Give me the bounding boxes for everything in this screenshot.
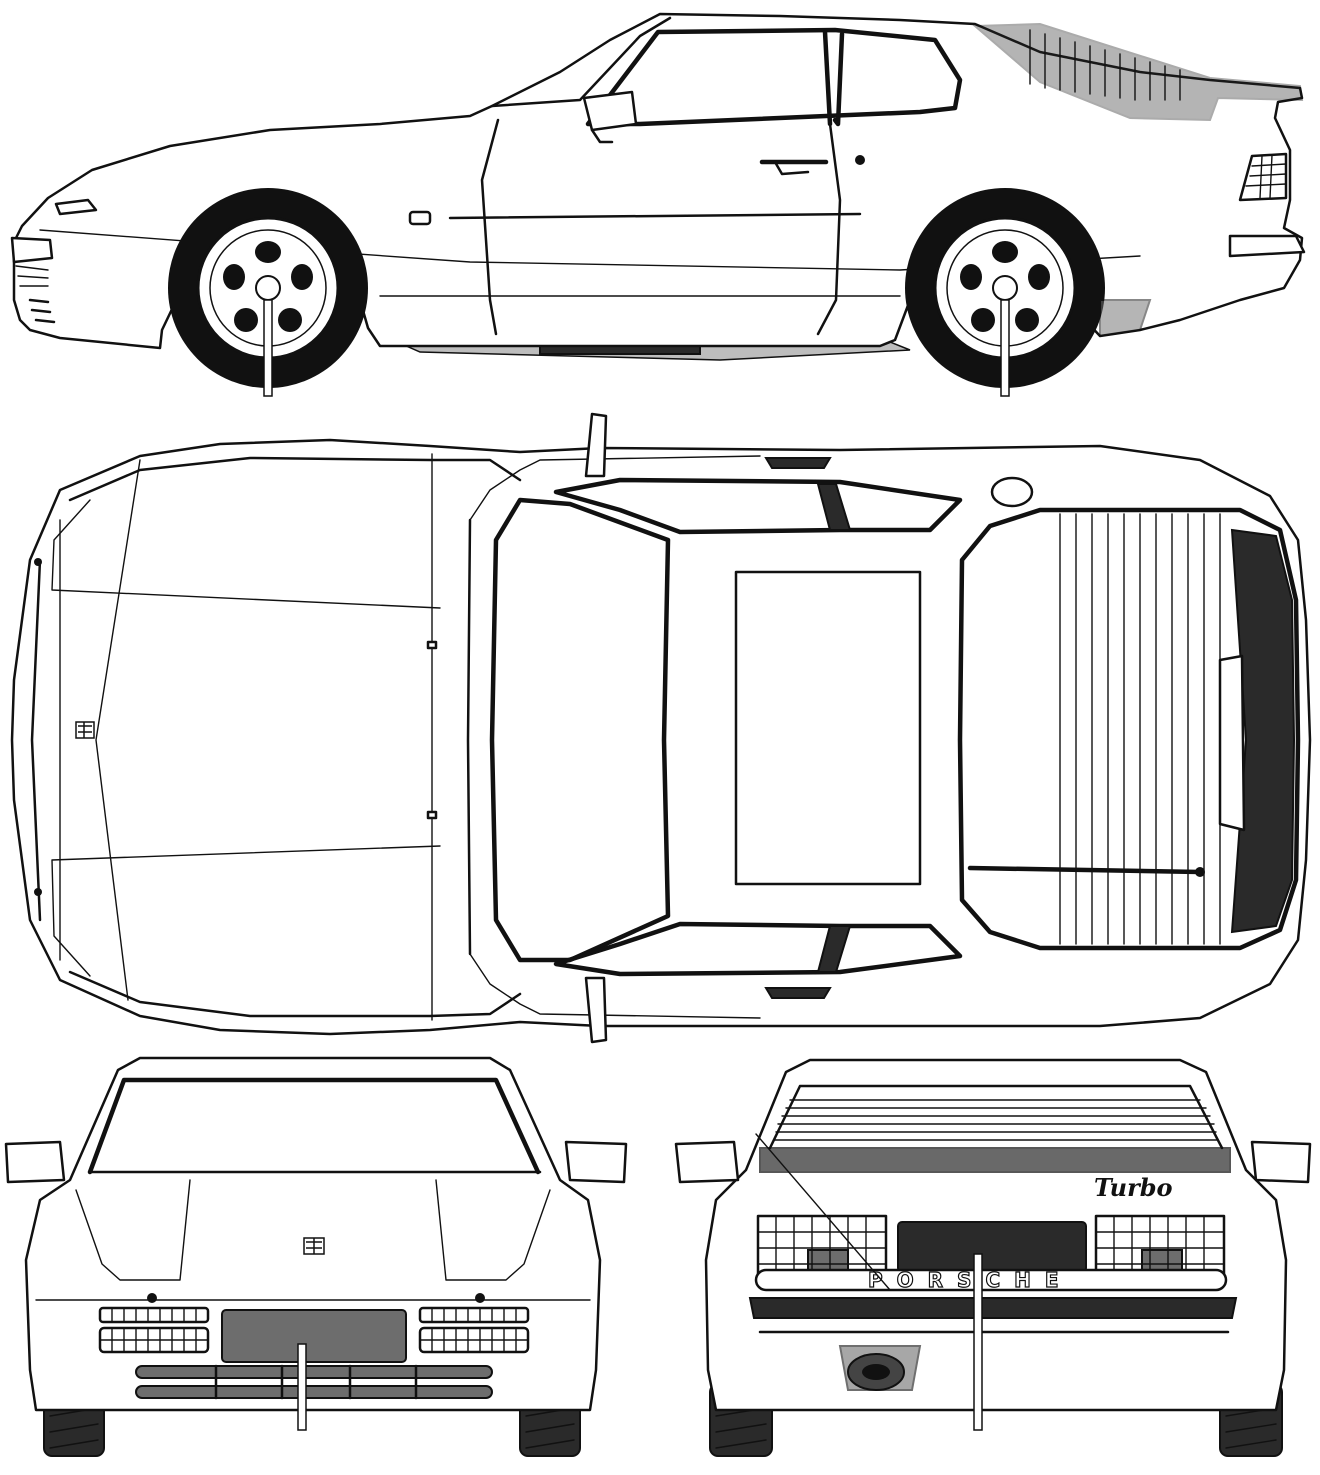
front-fog-grille-right	[418, 1306, 530, 1354]
front-crest-icon	[303, 1237, 325, 1255]
exhaust-pipe	[838, 1345, 922, 1391]
rear-mirror-left	[674, 1140, 740, 1184]
rear-wiper	[967, 865, 1203, 875]
side-rear-lamp	[1238, 152, 1288, 202]
rear-license-plate	[897, 1221, 1087, 1273]
front-fog-grille-left	[98, 1306, 210, 1354]
porsche-lettering: PORSCHE	[868, 1268, 1073, 1292]
front-mirror-right	[564, 1140, 628, 1184]
taillight-left	[756, 1214, 888, 1280]
top-rear-hatch	[957, 507, 1301, 951]
front-license-plate	[221, 1309, 407, 1363]
turbo-badge: Turbo	[1094, 1173, 1173, 1202]
top-mirror-right	[584, 976, 608, 1044]
side-rear-wheel	[905, 188, 1105, 397]
hood-crest-icon	[75, 721, 95, 739]
rear-view: Turbo PORSCHE	[674, 1058, 1312, 1457]
top-body-outline	[10, 438, 1312, 1036]
side-view	[10, 12, 1306, 397]
side-rear-louvres	[1029, 29, 1181, 101]
top-mirror-left	[584, 412, 608, 478]
taillight-right	[1094, 1214, 1226, 1280]
top-view	[10, 412, 1312, 1044]
front-view	[4, 1056, 628, 1457]
rear-glass-louvres	[773, 1099, 1219, 1141]
top-roof	[734, 570, 922, 886]
rear-mirror-right	[1250, 1140, 1312, 1184]
side-mirror	[582, 90, 638, 132]
side-front-wheel	[168, 188, 368, 397]
front-mirror-left	[4, 1140, 66, 1184]
